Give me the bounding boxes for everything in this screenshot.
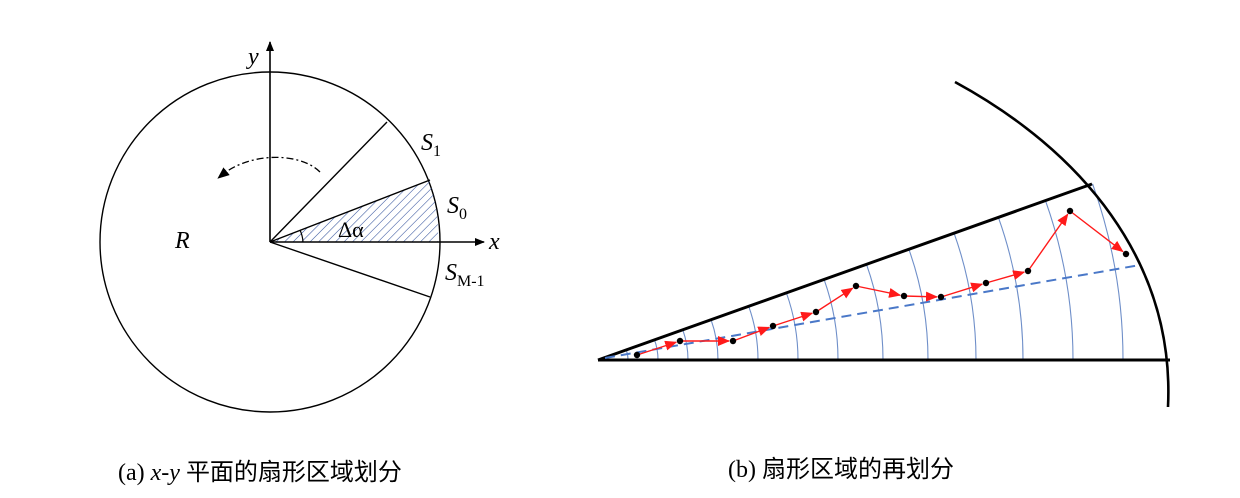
panel-a-caption: (a) x-y 平面的扇形区域划分	[118, 459, 402, 486]
rotation-arrow	[217, 156, 321, 179]
x-axis-label: x	[488, 229, 500, 255]
subdivision-arc	[953, 232, 977, 361]
particle-point	[982, 279, 990, 287]
panel-a-caption-prefix: (a)	[118, 460, 151, 486]
particle-step-arrow	[1027, 213, 1069, 272]
sector-sm1-label: SM-1	[445, 260, 485, 290]
sector-sm1-letter: S	[445, 260, 457, 286]
particle-step-arrow	[940, 282, 984, 298]
particle-point	[852, 282, 860, 290]
sector-upper-edge	[597, 182, 1093, 362]
dashed-bisector	[604, 264, 1141, 359]
y-axis-label: y	[246, 44, 259, 70]
sector-s0-hatch	[270, 180, 439, 242]
radius-s0-upper	[269, 179, 431, 243]
sector-s0-subscript: 0	[459, 206, 467, 223]
subdivision-arc	[823, 279, 839, 361]
particle-step-arrow	[985, 270, 1026, 284]
particle-point	[729, 337, 737, 345]
particle-point	[1122, 250, 1130, 258]
particle-path	[633, 207, 1130, 359]
particle-point	[676, 337, 684, 345]
radius-s1-upper	[269, 121, 388, 243]
particle-point	[812, 308, 820, 316]
panel-a-caption-italic: x-y	[150, 460, 181, 486]
particle-point	[900, 292, 908, 300]
radius-label: R	[174, 228, 190, 254]
subdivision-arc	[997, 217, 1024, 361]
sector-s1-subscript: 1	[433, 143, 441, 160]
delta-alpha-label: Δα	[338, 217, 364, 242]
outer-boundary-arc	[954, 80, 1170, 408]
subdivision-arc	[865, 264, 884, 361]
sector-s0-label: S0	[447, 193, 467, 223]
particle-step-arrow	[772, 311, 814, 327]
panel-b: (b) 扇形区域的再划分	[597, 80, 1170, 483]
subdivision-arcs	[625, 183, 1124, 361]
particle-step-arrow	[855, 285, 902, 298]
particle-step-arrow	[815, 287, 854, 313]
panel-a: y x R Δα S1 S0 SM-1 (a) x-y 平面的扇形区域划分	[99, 41, 500, 486]
particle-point	[633, 351, 641, 359]
particle-point	[937, 293, 945, 301]
sector-sm1-subscript: M-1	[457, 273, 485, 290]
particle-point	[769, 322, 777, 330]
particle-point	[1024, 267, 1032, 275]
particle-step-arrow	[1069, 210, 1124, 253]
particle-step-arrow	[903, 291, 939, 302]
sector-s0-letter: S	[447, 193, 459, 219]
subdivision-arc	[710, 319, 719, 361]
particle-point	[1066, 207, 1074, 215]
particle-step-arrow	[636, 340, 678, 356]
particle-step-arrow	[732, 326, 771, 342]
radius-sm1-lower	[269, 241, 431, 298]
sector-s1-label: S1	[421, 130, 441, 160]
angle-arc	[299, 229, 304, 243]
panel-b-caption: (b) 扇形区域的再划分	[728, 456, 954, 483]
subdivision-arc	[1092, 183, 1124, 361]
panel-a-caption-rest: 平面的扇形区域划分	[180, 459, 402, 486]
subdivision-arc	[908, 249, 929, 361]
sector-s1-letter: S	[421, 130, 433, 156]
subdivision-arc	[1044, 200, 1074, 361]
